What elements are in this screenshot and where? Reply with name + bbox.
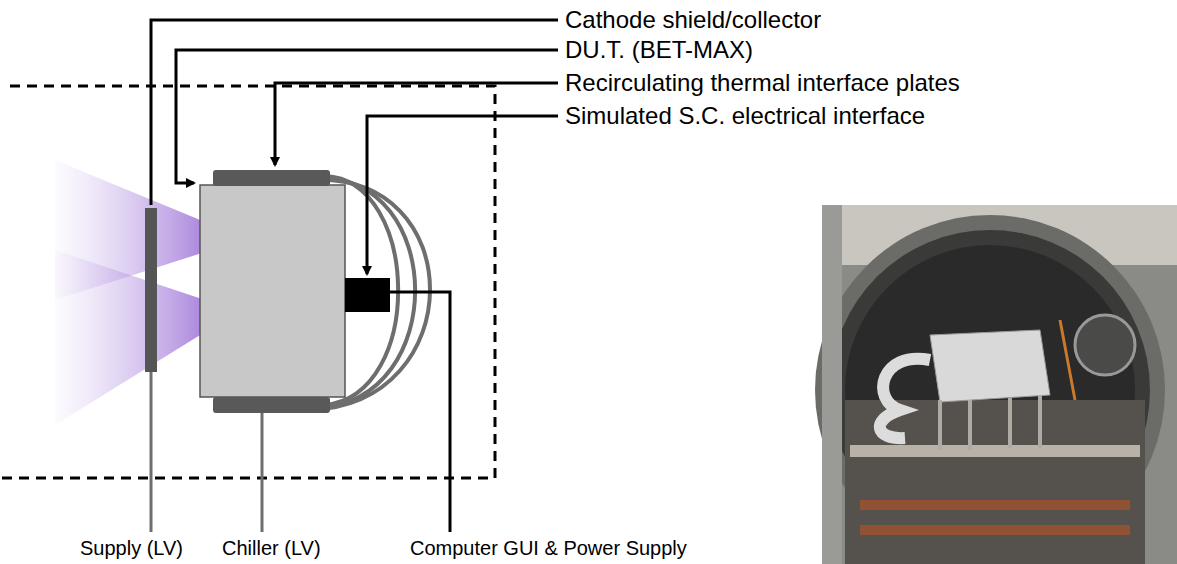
part-label: Cathode shield/collector bbox=[565, 6, 821, 34]
wire-label: Computer GUI & Power Supply bbox=[410, 537, 687, 560]
leader-lines bbox=[151, 20, 558, 274]
part-label: Recirculating thermal interface plates bbox=[565, 69, 960, 97]
wires bbox=[151, 292, 450, 532]
part-label: DU.T. (BET-MAX) bbox=[565, 36, 753, 64]
chamber-photo bbox=[815, 205, 1177, 564]
electrical-interface bbox=[345, 278, 390, 312]
device-under-test bbox=[200, 185, 345, 397]
wire-label: Supply (LV) bbox=[80, 537, 183, 560]
wire-label: Chiller (LV) bbox=[222, 537, 321, 560]
thermal-plate bbox=[213, 170, 330, 186]
part-label: Simulated S.C. electrical interface bbox=[565, 102, 925, 130]
thermal-plate bbox=[213, 397, 330, 413]
chamber-boundary bbox=[0, 86, 495, 478]
cathode-shield bbox=[145, 208, 157, 372]
plume bbox=[55, 250, 205, 425]
